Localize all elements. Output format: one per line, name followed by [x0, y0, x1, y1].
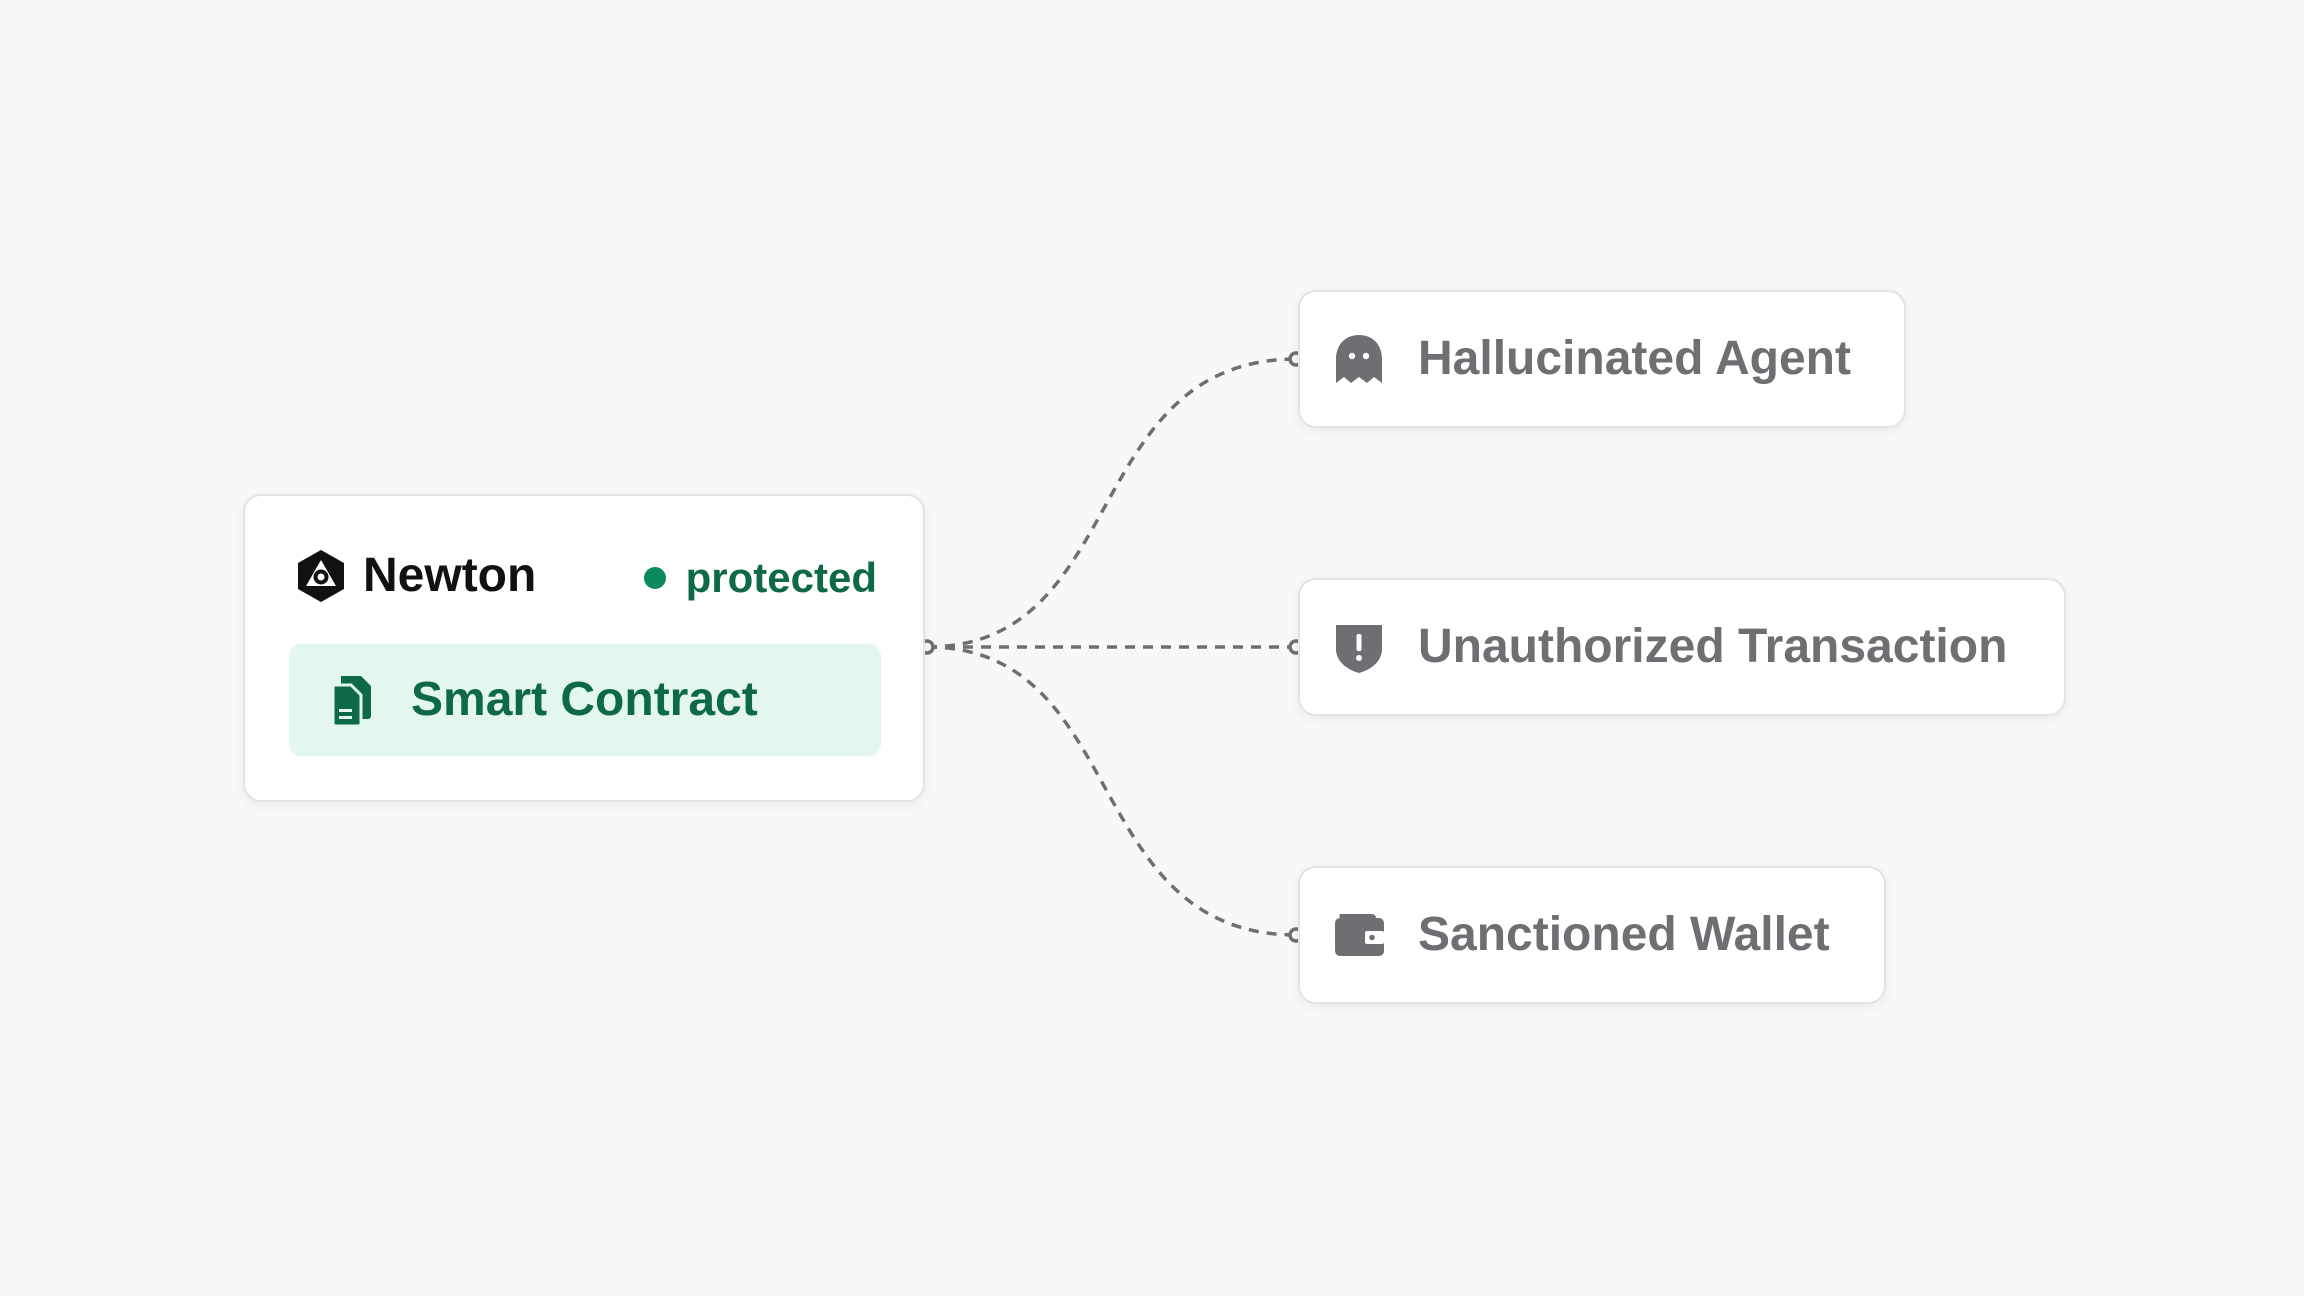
threat-card-unauthorized-transaction: Unauthorized Transaction — [1298, 578, 2066, 716]
status-label: protected — [685, 554, 877, 601]
ghost-icon — [1336, 335, 1382, 383]
shield-alert-icon — [1336, 625, 1382, 673]
connector-to-sanctioned-wallet — [926, 645, 1297, 937]
wallet-icon — [1335, 914, 1384, 956]
smart-contract-item: Smart Contract — [289, 644, 881, 756]
document-copy-icon — [331, 676, 371, 728]
status-badge: protected — [643, 550, 877, 606]
threat-label: Sanctioned Wallet — [1418, 908, 1830, 961]
connector-to-hallucinated-agent — [926, 357, 1297, 649]
smart-contract-label: Smart Contract — [411, 673, 758, 726]
protected-contract-card: Newton protected Smart Contract — [243, 494, 925, 802]
threat-label: Hallucinated Agent — [1418, 332, 1851, 385]
status-dot — [643, 567, 666, 589]
threat-card-sanctioned-wallet: Sanctioned Wallet — [1298, 866, 1886, 1004]
threat-label: Unauthorized Transaction — [1418, 620, 2008, 673]
brand: Newton — [295, 548, 536, 604]
newton-logo-icon — [298, 550, 344, 602]
threat-card-hallucinated-agent: Hallucinated Agent — [1298, 290, 1906, 428]
brand-name: Newton — [363, 549, 537, 602]
